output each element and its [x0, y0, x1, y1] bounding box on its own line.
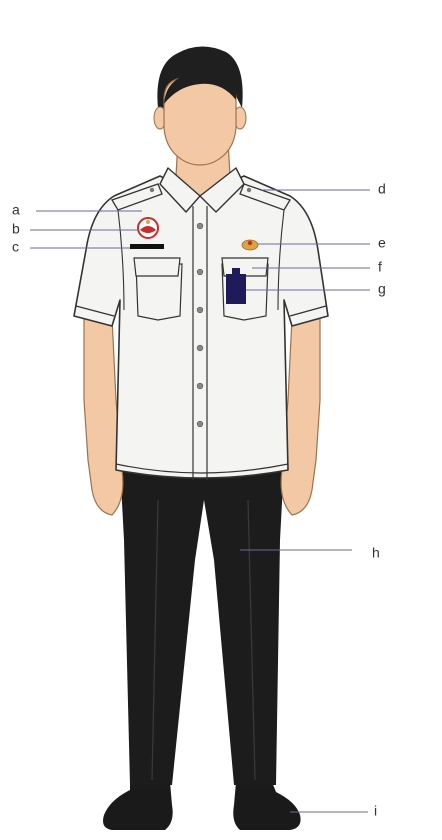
shoes: [103, 782, 301, 830]
callout-label-c: c: [12, 239, 19, 255]
epaulette-right-button: [247, 188, 251, 192]
shirt-button: [197, 345, 203, 351]
callout-label-a: a: [12, 202, 20, 218]
shirt-button: [197, 223, 203, 229]
trousers: [120, 465, 284, 785]
shirt-button: [197, 269, 203, 275]
right-pocket-flap: [222, 258, 268, 276]
head: [154, 46, 246, 165]
left-pocket: [134, 258, 182, 320]
gold-pin-center: [248, 241, 252, 245]
trousers-body: [120, 465, 284, 785]
left-pocket-flap: [134, 258, 180, 276]
callout-label-i: i: [374, 803, 377, 819]
name-tag: [130, 244, 164, 249]
gold-pin: [242, 240, 258, 250]
callout-label-e: e: [378, 235, 386, 251]
callout-label-h: h: [372, 545, 380, 561]
right-shoe: [233, 782, 300, 830]
id-card-clip: [232, 268, 240, 276]
shirt-button: [197, 421, 203, 427]
epaulette-left-button: [150, 188, 154, 192]
callout-label-b: b: [12, 221, 20, 237]
id-card-body: [226, 274, 246, 304]
shirt-button: [197, 383, 203, 389]
left-shoe: [103, 782, 173, 830]
callout-label-g: g: [378, 281, 386, 297]
callout-label-d: d: [378, 181, 386, 197]
callout-label-f: f: [378, 259, 382, 275]
shirt-button: [197, 307, 203, 313]
emblem-badge: [138, 218, 158, 238]
emblem-badge-dot: [146, 220, 150, 224]
